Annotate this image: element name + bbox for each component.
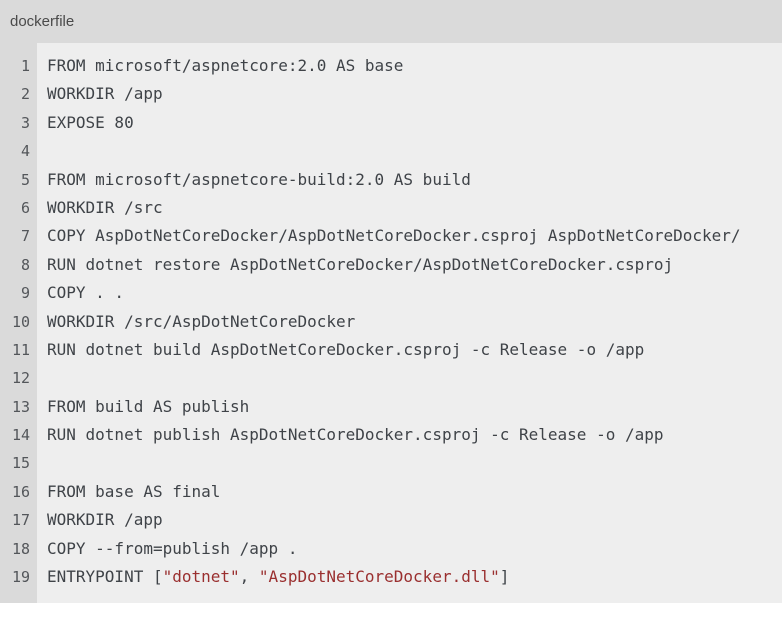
code-segment: WORKDIR /src/AspDotNetCoreDocker: [47, 311, 356, 331]
code-line: [47, 137, 782, 165]
line-number: 13: [11, 397, 30, 416]
line-number: 8: [20, 255, 30, 274]
line-number: 10: [11, 312, 30, 331]
code-line: FROM microsoft/aspnetcore-build:2.0 AS b…: [47, 166, 782, 194]
line-number: 9: [20, 284, 30, 303]
code-line: ENTRYPOINT ["dotnet", "AspDotNetCoreDock…: [47, 563, 782, 591]
code-line: COPY --from=publish /app .: [47, 535, 782, 563]
code-segment: WORKDIR /src: [47, 197, 163, 217]
code-segment: COPY . .: [47, 283, 125, 303]
code-line: RUN dotnet restore AspDotNetCoreDocker/A…: [47, 251, 782, 279]
code-line: FROM build AS publish: [47, 393, 782, 421]
code-string-segment: "AspDotNetCoreDocker.dll": [258, 567, 500, 587]
line-number: 18: [11, 539, 30, 558]
code-line: COPY AspDotNetCoreDocker/AspDotNetCoreDo…: [47, 222, 782, 250]
code-segment: RUN dotnet build AspDotNetCoreDocker.csp…: [47, 339, 645, 359]
line-number: 12: [11, 369, 30, 388]
code-line: FROM base AS final: [47, 478, 782, 506]
code-segment: FROM base AS final: [47, 481, 221, 501]
code-segment: COPY --from=publish /app .: [47, 538, 298, 558]
code-line: EXPOSE 80: [47, 109, 782, 137]
code-line: WORKDIR /app: [47, 506, 782, 534]
line-number: 16: [11, 482, 30, 501]
code-string-segment: "dotnet": [162, 567, 240, 587]
line-number: 2: [20, 85, 30, 104]
code-segment: RUN dotnet publish AspDotNetCoreDocker.c…: [47, 425, 664, 445]
line-number: 4: [20, 142, 30, 161]
line-number: 11: [11, 340, 30, 359]
code-segment: COPY AspDotNetCoreDocker/AspDotNetCoreDo…: [47, 226, 741, 246]
code-line: [47, 364, 782, 392]
line-number: 3: [20, 113, 30, 132]
code-line: RUN dotnet build AspDotNetCoreDocker.csp…: [47, 336, 782, 364]
line-number: 6: [20, 198, 30, 217]
code-line: COPY . .: [47, 279, 782, 307]
code-segment: ]: [499, 567, 510, 587]
line-number: 1: [20, 57, 30, 75]
code-segment: WORKDIR /app: [47, 510, 163, 530]
code-segment: FROM microsoft/aspnetcore-build:2.0 AS b…: [47, 169, 471, 189]
code-segment: FROM microsoft/aspnetcore:2.0 AS base: [47, 56, 404, 75]
code-line: RUN dotnet publish AspDotNetCoreDocker.c…: [47, 421, 782, 449]
line-number: 14: [11, 426, 30, 445]
line-number: 7: [20, 227, 30, 246]
code-segment: FROM build AS publish: [47, 396, 250, 416]
code-line: WORKDIR /app: [47, 80, 782, 108]
code-segment: RUN dotnet restore AspDotNetCoreDocker/A…: [47, 254, 674, 274]
code-segment: WORKDIR /app: [47, 84, 163, 104]
code-segment: EXPOSE 80: [47, 112, 134, 132]
code-line: WORKDIR /src/AspDotNetCoreDocker: [47, 308, 782, 336]
code-line: WORKDIR /src: [47, 194, 782, 222]
code-segment: ,: [239, 567, 259, 587]
code-block-header: dockerfile: [0, 0, 782, 43]
code-block-title: dockerfile: [10, 13, 75, 30]
code-line: FROM microsoft/aspnetcore:2.0 AS base: [47, 52, 782, 80]
code-line: [47, 449, 782, 477]
line-number: 17: [11, 511, 30, 530]
line-number: 15: [11, 454, 30, 473]
code-segment: ENTRYPOINT [: [47, 567, 163, 587]
line-number: 5: [20, 170, 30, 189]
line-number: 19: [11, 568, 30, 587]
